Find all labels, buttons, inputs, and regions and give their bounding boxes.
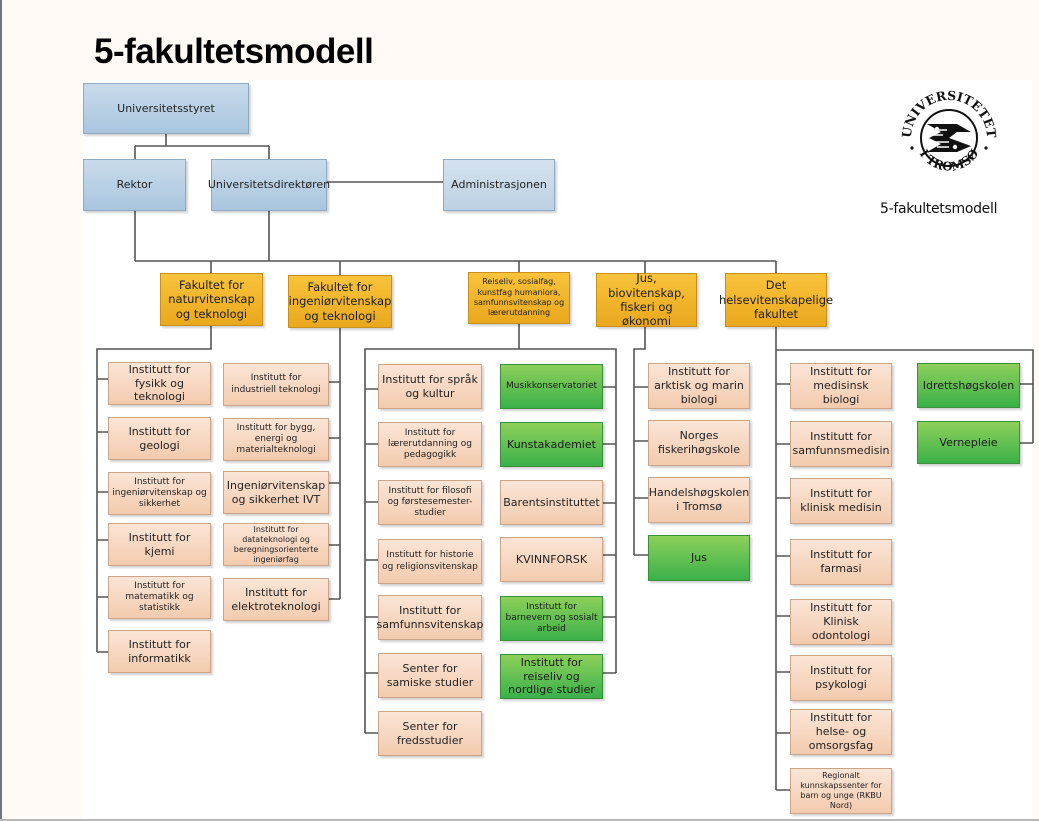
department-box: Institutt for samfunnsvitenskap	[377, 595, 484, 640]
connector-fac4	[633, 327, 648, 556]
department-box: Institutt for klinisk medisin	[790, 478, 892, 524]
department-box: Institutt for arktisk og marin biologi	[648, 363, 750, 409]
director-box: Universitetsdirektøren	[208, 159, 330, 211]
department-box: Institutt for farmasi	[790, 539, 892, 585]
connector-fac3	[364, 324, 617, 734]
slide-title: 5-fakultetsmodell	[94, 32, 374, 71]
connector-board	[134, 133, 270, 160]
unit-box-existing: KVINNFORSK	[500, 537, 603, 582]
connector-fac5	[775, 327, 1034, 791]
department-box: Institutt for bygg, energi og materialte…	[223, 418, 329, 461]
unit-box-existing: Barentsinstituttet	[500, 480, 603, 525]
unit-box-new: Institutt for barnevern og sosialt arbei…	[500, 596, 603, 641]
department-box: Senter for samiske studier	[378, 653, 482, 698]
faculty-box: Jus, biovitenskap, fiskeri og økonomi	[596, 271, 697, 328]
faculty-box: Fakultet for naturvitenskap og teknologi	[160, 273, 263, 326]
university-seal-icon: UNIVERSITETET I TROMSØ	[899, 88, 1000, 174]
department-box: Institutt for psykologi	[790, 655, 892, 701]
department-box: Institutt for lærerutdanning og pedagogi…	[378, 422, 482, 467]
department-box: Institutt for samfunnsmedisin	[790, 421, 892, 467]
connector-faculty-drops	[210, 261, 777, 275]
department-box: Institutt for språk og kultur	[378, 364, 482, 409]
faculty-box: Reiseliv, sosialfag, kunstfag humaniora,…	[468, 272, 570, 324]
unit-box-new: Jus	[648, 535, 750, 581]
unit-box-new: Idrettshøgskolen	[917, 363, 1020, 408]
rector-box: Rektor	[83, 159, 186, 211]
connector-fac2	[329, 327, 341, 600]
department-box: Institutt for medisinsk biologi	[790, 363, 892, 409]
department-box: Institutt for industriell teknologi	[223, 363, 329, 406]
department-box: Institutt for datateknologi og beregning…	[223, 523, 329, 566]
unit-box-new: Vernepleie	[917, 421, 1020, 464]
department-box: Ingeniørvitenskap og sikkerhet IVT	[223, 471, 329, 514]
administration-box: Administrasjonen	[443, 159, 555, 211]
department-box: Institutt for kjemi	[108, 523, 211, 566]
faculty-box: Det helsevitenskapelige fakultet	[719, 273, 833, 327]
faculty-box: Fakultet for ingeniørvitenskap og teknol…	[288, 275, 392, 328]
department-box: Institutt for Klinisk odontologi	[790, 599, 892, 645]
logo-caption: 5-fakultetsmodell	[880, 201, 998, 217]
department-box: Institutt for fysikk og teknologi	[108, 362, 211, 405]
department-box: Institutt for elektroteknologi	[223, 578, 329, 621]
connector-faculty-bus	[134, 210, 776, 262]
department-box: Senter for fredsstudier	[378, 711, 482, 756]
department-box: Institutt for historie og religionsviten…	[378, 539, 482, 584]
unit-box-new: Kunstakademiet	[500, 422, 603, 467]
department-box: Institutt for informatikk	[108, 630, 211, 673]
department-box: Institutt for helse- og omsorgsfag	[790, 709, 892, 755]
slide-left-edge	[0, 0, 2, 821]
department-box: Norges fiskerihøgskole	[648, 420, 750, 466]
department-box: Regionalt kunnskapssenter for barn og un…	[790, 768, 892, 814]
unit-box-new: Musikkonservatoriet	[500, 364, 603, 409]
department-box: Institutt for geologi	[108, 417, 211, 460]
department-box: Handelshøgskolen i Tromsø	[648, 477, 750, 523]
department-box: Institutt for filosofi og førstesemester…	[378, 480, 482, 525]
connector-fac1	[96, 325, 212, 653]
unit-box-new: Institutt for reiseliv og nordlige studi…	[500, 654, 603, 699]
slide-bottom-edge	[0, 819, 1039, 821]
department-box: Institutt for matematikk og statistikk	[108, 576, 211, 619]
department-box: Institutt for ingeniørvitenskap og sikke…	[108, 472, 211, 515]
board-box: Universitetsstyret	[83, 83, 249, 134]
